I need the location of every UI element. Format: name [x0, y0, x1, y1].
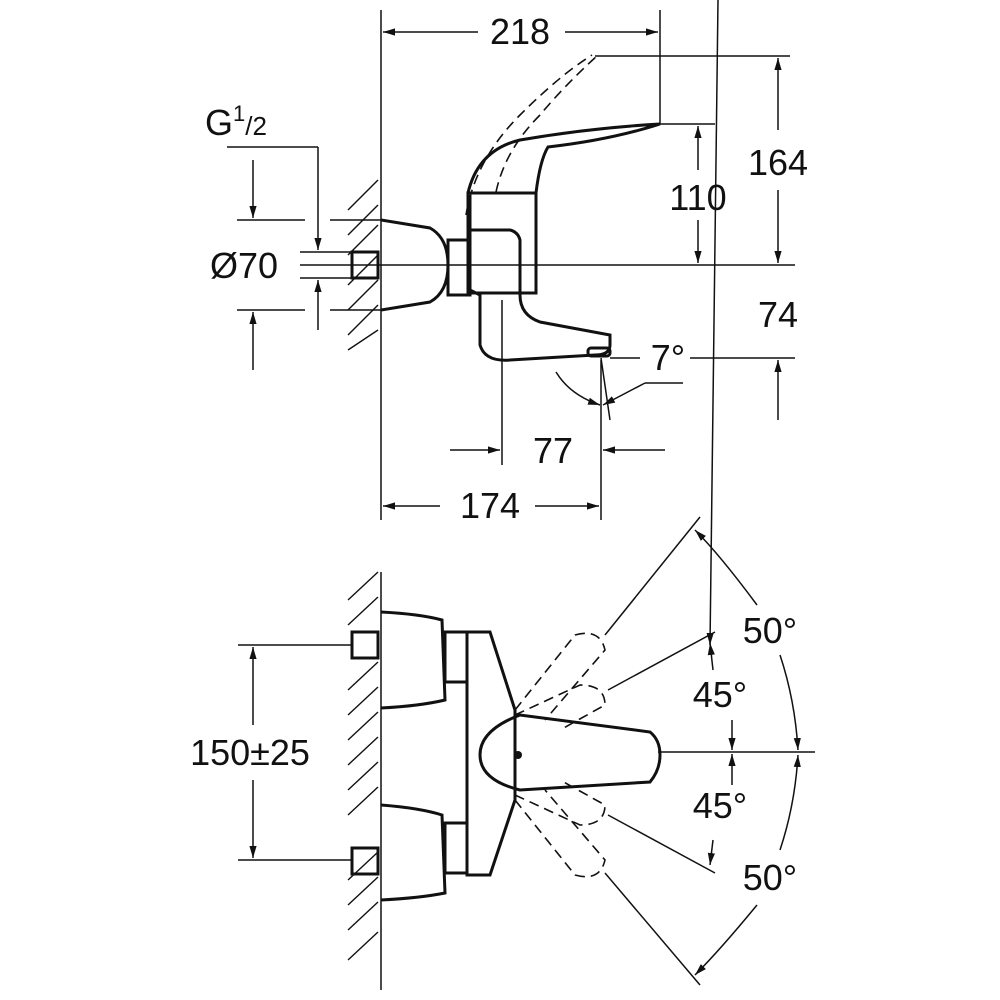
angle-lower-inner: 45°	[693, 785, 747, 826]
spout-body	[468, 195, 612, 362]
top-view: 50° 45° 45° 50° 150±25	[190, 0, 815, 990]
mixer-body	[465, 630, 517, 877]
lever-position-45-down	[514, 779, 606, 826]
dim-width-total: 218	[490, 11, 550, 52]
escutcheon-lower	[380, 803, 447, 902]
dim-height-total: 164	[748, 142, 808, 183]
lever-handle	[466, 122, 661, 194]
dim-diameter: Ø70	[210, 245, 278, 286]
inlet-connector-upper	[350, 630, 380, 660]
dim-height-lever: 110	[669, 177, 726, 218]
lever-top-view	[478, 713, 662, 792]
aerator	[586, 346, 612, 358]
thread-label: G1/2	[205, 101, 267, 143]
lever-position-45-up	[514, 684, 606, 731]
wall-hatching-top	[347, 571, 379, 961]
side-view: 218 164 110 74 7° 77 174	[205, 10, 808, 526]
lever-raised-position	[465, 54, 593, 216]
dim-connection-spacing: 150±25	[190, 732, 310, 773]
lever-position-50-up	[514, 632, 606, 721]
lever-position-50-down	[514, 789, 606, 878]
angle-upper-inner: 45°	[693, 674, 747, 715]
dim-projection: 174	[460, 485, 520, 526]
cartridge-housing	[466, 191, 538, 295]
inlet-connector-lower	[350, 846, 380, 876]
dim-spout-angle: 7°	[651, 337, 685, 378]
escutcheon-upper	[380, 610, 447, 710]
dim-spout-drop: 74	[758, 294, 798, 335]
angle-upper-outer: 50°	[743, 610, 797, 651]
dim-spout-offset: 77	[533, 430, 573, 471]
angle-lower-outer: 50°	[743, 857, 797, 898]
